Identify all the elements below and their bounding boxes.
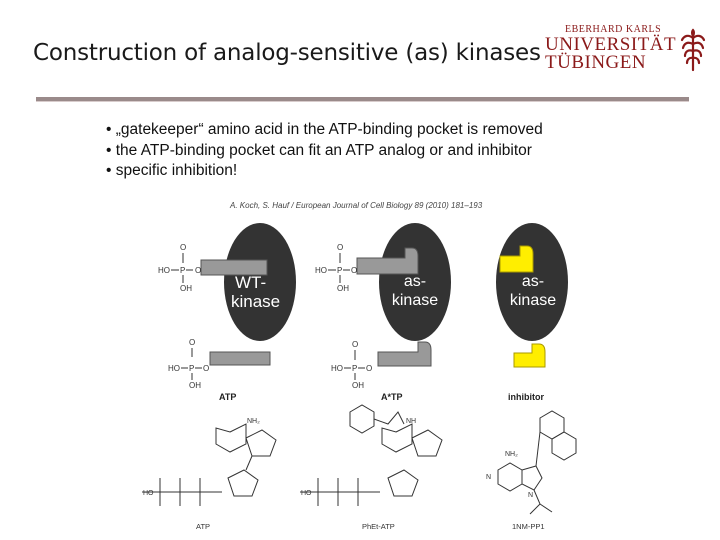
svg-text:HO: HO	[158, 266, 170, 275]
inhibitor-1nm-pp1-chemical-structure	[497, 410, 577, 515]
as-kinase-diagram-1: O HO P O OH	[315, 223, 451, 341]
palm-tree-seal-icon	[680, 28, 706, 72]
svg-text:P: P	[352, 364, 357, 373]
svg-text:P: P	[189, 364, 194, 373]
structure-caption-phet-atp: PhEt-ATP	[362, 522, 395, 531]
svg-text:O: O	[189, 338, 195, 347]
caption-atp-analog: A*TP	[381, 392, 403, 402]
svg-text:HO: HO	[301, 490, 312, 497]
logo-line-1: UNIVERSITÄT	[545, 34, 677, 55]
free-atp: O HO P O OH	[168, 338, 271, 390]
as1-label-line1: as-	[403, 273, 427, 290]
svg-text:O: O	[203, 364, 209, 373]
structure-caption-atp: ATP	[196, 522, 211, 531]
svg-text:O: O	[366, 364, 372, 373]
atp-analog-shape	[356, 247, 419, 275]
wt-kinase-label-line1: WT-	[235, 273, 267, 292]
svg-text:HO: HO	[315, 266, 327, 275]
svg-text:O: O	[180, 243, 186, 252]
wt-phosphate-group: O HO P O OH	[158, 243, 201, 293]
svg-text:O: O	[337, 243, 343, 252]
title-divider	[36, 97, 689, 102]
svg-text:O: O	[352, 340, 358, 349]
caption-inhibitor: inhibitor	[508, 392, 544, 402]
svg-text:O: O	[195, 266, 201, 275]
inhibitor-bound-shape	[499, 245, 534, 273]
logo-line-2: TÜBINGEN	[545, 52, 647, 73]
bullet-item: • „gatekeeper“ amino acid in the ATP-bin…	[106, 121, 543, 138]
svg-text:OH: OH	[180, 284, 192, 293]
wt-kinase-body	[224, 223, 296, 341]
slide-title: Construction of analog-sensitive (as) ki…	[33, 40, 541, 66]
free-atp-analog: O HO P O OH	[331, 340, 432, 390]
as2-label-line1: as-	[521, 273, 545, 290]
as2-label-line2: kinase	[509, 292, 557, 309]
free-inhibitor	[513, 343, 546, 368]
logo-line-small: EBERHARD KARLS	[565, 24, 662, 35]
as-kinase-body-2	[496, 223, 568, 341]
as-kinase-body-1	[379, 223, 451, 341]
wt-kinase-label: WT- kinase	[231, 273, 280, 311]
svg-text:NH₂: NH₂	[247, 418, 260, 425]
figure-citation: A. Koch, S. Hauf / European Journal of C…	[230, 201, 483, 210]
bullet-item: • specific inhibition!	[106, 162, 238, 179]
wt-kinase-label-line2: kinase	[231, 292, 281, 311]
svg-text:OH: OH	[337, 284, 349, 293]
phet-atp-chemical-structure	[300, 404, 443, 506]
as-kinase-diagram-2	[496, 223, 568, 341]
svg-text:P: P	[337, 266, 342, 275]
svg-text:N: N	[528, 492, 533, 499]
svg-text:OH: OH	[189, 381, 201, 390]
caption-atp: ATP	[219, 392, 237, 402]
wt-atp-bar	[200, 259, 268, 276]
atp-chemical-structure	[142, 423, 277, 506]
as1-label-line2: kinase	[391, 292, 439, 309]
svg-text:HO: HO	[331, 364, 343, 373]
svg-text:NH: NH	[406, 418, 416, 425]
svg-text:HO: HO	[168, 364, 180, 373]
svg-text:P: P	[180, 266, 185, 275]
svg-text:N: N	[486, 474, 491, 481]
bullet-item: • the ATP-binding pocket can fit an ATP …	[106, 141, 532, 159]
bullet-list: • „gatekeeper“ amino acid in the ATP-bin…	[106, 120, 543, 182]
svg-text:HO: HO	[143, 490, 154, 497]
wt-kinase-diagram: O HO P O OH	[158, 223, 296, 341]
as1-phosphate-group: O HO P O OH	[315, 243, 357, 293]
structure-atom-labels: NH₂ NH NH₂ HO HO N N	[143, 418, 533, 499]
as-kinase-label-1: as- kinase	[389, 272, 441, 310]
structure-caption-1nm-pp1: 1NM-PP1	[512, 522, 545, 531]
svg-text:OH: OH	[352, 381, 364, 390]
svg-text:NH₂: NH₂	[505, 451, 518, 458]
svg-text:O: O	[351, 266, 357, 275]
as-kinase-label-2: as- kinase	[506, 272, 560, 310]
